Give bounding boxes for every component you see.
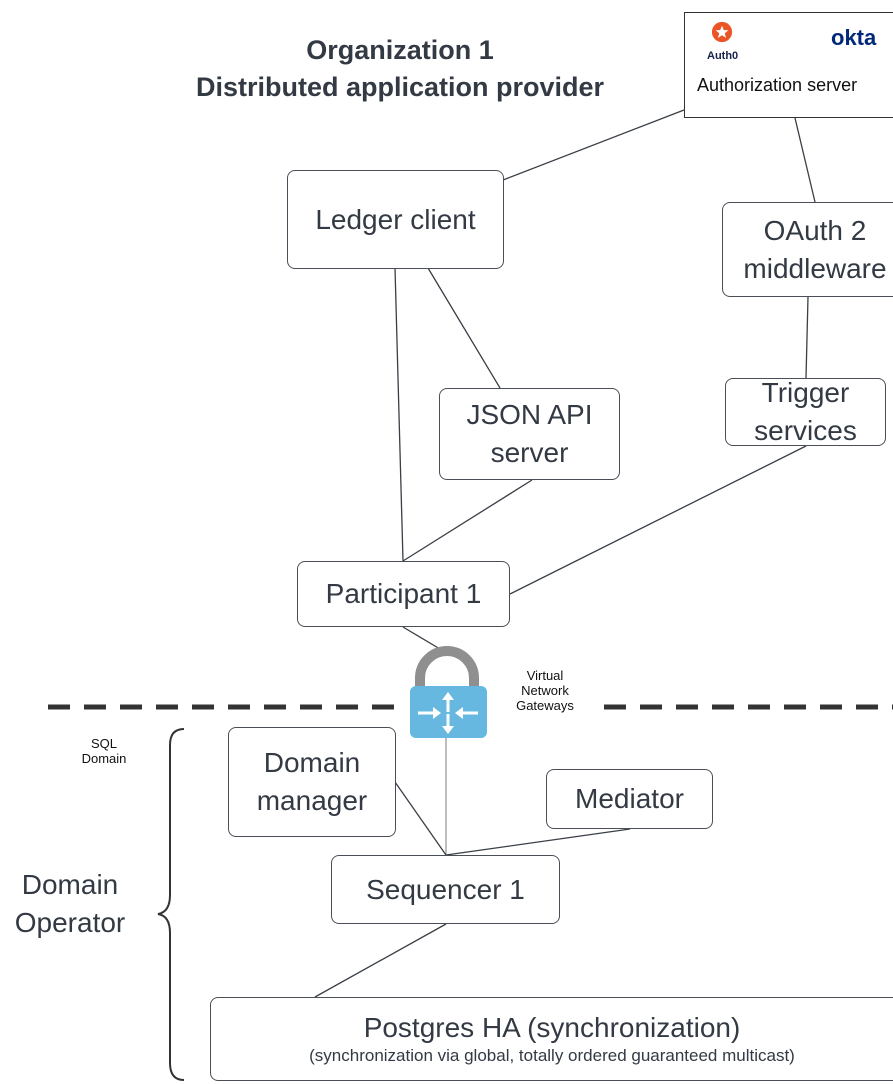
trigger-line2: services xyxy=(754,415,857,446)
edge-auth-ledger xyxy=(502,109,685,181)
json-api-line2: server xyxy=(490,437,569,468)
domain-manager-node: Domain manager xyxy=(228,727,396,837)
okta-logo: okta xyxy=(831,25,877,50)
edge-oauth-trigger xyxy=(805,296,809,379)
ledger-client-label: Ledger client xyxy=(315,203,476,235)
domain-manager-line2: manager xyxy=(256,785,368,816)
sql-domain-label: SQL Domain xyxy=(72,736,136,766)
json-api-server-node: JSON API server xyxy=(439,388,620,480)
sequencer-1-node: Sequencer 1 xyxy=(331,855,560,924)
virtual-network-gateway-icon xyxy=(410,646,487,738)
oauth2-line2: middleware xyxy=(743,252,887,284)
edge-ledger-participant xyxy=(394,267,404,562)
domain-operator-line2: Operator xyxy=(14,907,126,938)
participant-label: Participant 1 xyxy=(325,578,482,609)
authorization-server-label: Authorization server xyxy=(697,75,858,95)
mediator-node: Mediator xyxy=(546,769,713,829)
gateway-label-line2: Network xyxy=(521,683,569,698)
edge-sequencer-postgres xyxy=(314,923,447,998)
edge-json-participant xyxy=(402,479,533,562)
title-line2: Distributed application provider xyxy=(195,72,605,102)
auth0-logo: Auth0 xyxy=(707,21,739,62)
postgres-subtitle: (synchronization via global, totally ord… xyxy=(309,1046,795,1065)
connectors xyxy=(314,109,816,998)
authorization-server-node: Auth0 okta Authorization server xyxy=(684,12,893,118)
sql-domain-line1: SQL xyxy=(90,736,117,751)
domain-operator-label: Domain Operator xyxy=(0,866,140,942)
oauth2-middleware-node: OAuth 2 middleware xyxy=(722,202,893,297)
oauth2-line1: OAuth 2 xyxy=(763,214,867,246)
postgres-title: Postgres HA (synchronization) xyxy=(363,1012,741,1043)
gateway-label-line3: Gateways xyxy=(516,698,574,713)
trigger-line1: Trigger xyxy=(761,377,850,408)
mediator-label: Mediator xyxy=(575,783,684,814)
domain-operator-brace xyxy=(157,728,185,1081)
edge-manager-sequencer xyxy=(394,781,447,856)
domain-operator-line1: Domain xyxy=(21,869,119,900)
edge-trigger-participant xyxy=(509,445,807,595)
ledger-client-node: Ledger client xyxy=(287,170,504,269)
domain-manager-line1: Domain xyxy=(263,747,361,778)
edge-mediator-sequencer xyxy=(445,828,631,856)
auth0-logo-text: Auth0 xyxy=(707,50,739,62)
auth0-icon xyxy=(711,21,733,43)
participant-1-node: Participant 1 xyxy=(297,561,510,627)
title-line1: Organization 1 xyxy=(306,35,494,65)
sequencer-label: Sequencer 1 xyxy=(366,873,525,905)
edge-auth-oauth xyxy=(794,117,816,203)
postgres-ha-node: Postgres HA (synchronization) (synchroni… xyxy=(210,997,893,1081)
json-api-line1: JSON API xyxy=(466,399,593,430)
sql-domain-line2: Domain xyxy=(81,751,127,766)
page-title: Organization 1 Distributed application p… xyxy=(140,32,660,106)
gateway-label-line1: Virtual xyxy=(526,668,564,683)
trigger-services-node: Trigger services xyxy=(725,377,886,446)
edge-ledger-json xyxy=(427,267,501,389)
virtual-network-gateways-label: Virtual Network Gateways xyxy=(500,668,590,713)
